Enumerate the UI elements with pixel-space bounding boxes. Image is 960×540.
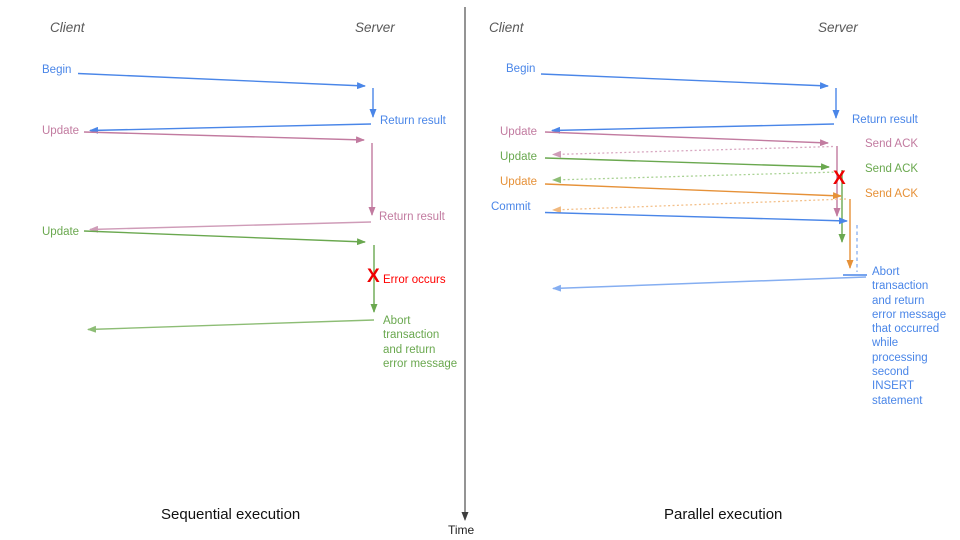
right-server-header: Server <box>818 20 858 35</box>
left-abort-message: Abort transaction and return error messa… <box>383 315 458 370</box>
right-error-x-icon: X <box>833 168 846 189</box>
left-update-2-label: Update <box>42 226 80 238</box>
right-update-1-label: Update <box>500 126 538 138</box>
right-commit-arrow <box>544 211 848 225</box>
right-abort-message: Abort transaction and return error messa… <box>872 266 947 407</box>
right-update-2-label: Update <box>500 151 538 163</box>
right-send-ack-2-label: Send ACK <box>865 163 919 175</box>
left-begin-arrow <box>77 72 366 90</box>
left-server-header: Server <box>355 20 395 35</box>
right-send-ack-1-label: Send ACK <box>865 138 919 150</box>
right-return-result-arrow <box>551 123 835 134</box>
left-return-result-1-arrow <box>89 123 372 134</box>
right-update-2-arrow <box>544 157 830 171</box>
right-caption: Parallel execution <box>664 506 783 523</box>
left-client-header: Client <box>50 20 85 35</box>
left-error-x-icon: X <box>367 266 380 287</box>
left-update-1-label: Update <box>42 125 80 137</box>
right-update-3-label: Update <box>500 176 538 188</box>
right-update-3-arrow <box>544 183 842 200</box>
right-send-ack-3-arrow <box>552 198 847 214</box>
right-send-ack-3-label: Send ACK <box>865 188 919 200</box>
right-send-ack-2-arrow <box>552 171 839 184</box>
left-begin-label: Begin <box>42 64 72 76</box>
right-send-ack-1-arrow <box>552 145 834 158</box>
left-caption: Sequential execution <box>161 506 301 523</box>
right-begin-arrow <box>540 73 829 90</box>
left-abort-return-arrow <box>87 319 375 333</box>
left-error-label: Error occurs <box>383 274 446 286</box>
left-return-result-1-label: Return result <box>380 115 446 127</box>
right-return-result-label: Return result <box>852 114 918 126</box>
left-update-1-arrow <box>83 131 365 144</box>
right-commit-label: Commit <box>491 201 531 213</box>
left-return-result-2-label: Return result <box>379 211 445 223</box>
left-update-2-arrow <box>83 230 366 246</box>
right-begin-label: Begin <box>506 63 536 75</box>
right-abort-return-arrow <box>552 276 867 292</box>
right-update-1-arrow <box>544 131 829 147</box>
left-return-result-2-arrow <box>89 221 372 233</box>
right-client-header: Client <box>489 20 524 35</box>
time-axis-label: Time <box>448 523 475 537</box>
